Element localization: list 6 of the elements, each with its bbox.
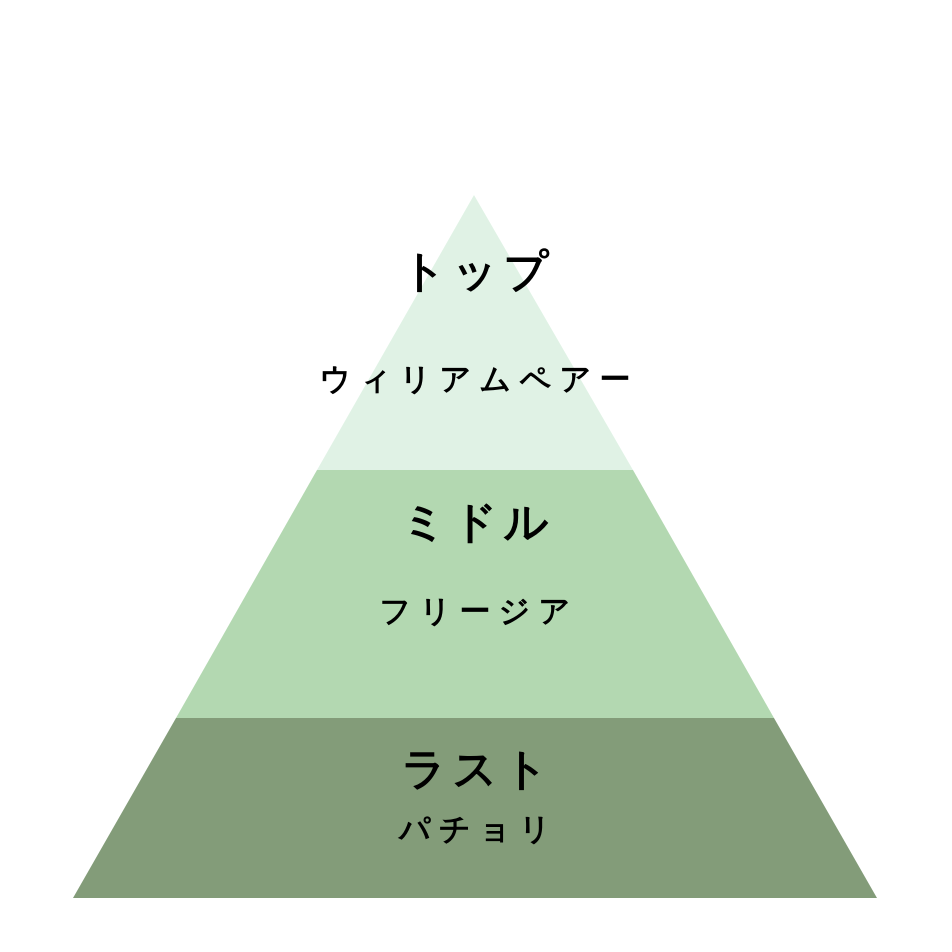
tier-title: ラスト [402, 748, 554, 792]
tier-text: フリージア [380, 596, 578, 628]
tier-text: ウィリアムペアー [320, 364, 638, 396]
tier-title: トップ [402, 250, 554, 294]
tier-text: パチョリ [399, 814, 559, 846]
tier-title: ミドル [402, 501, 554, 545]
